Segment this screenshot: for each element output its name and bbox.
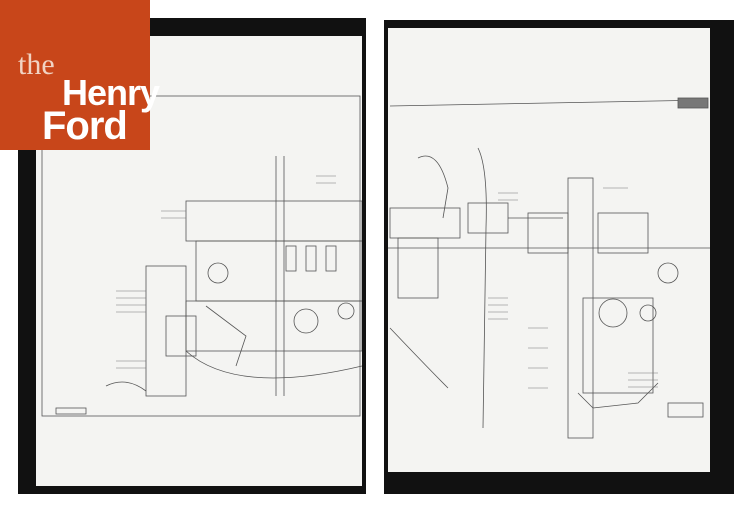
henry-ford-logo: the Henry Ford bbox=[0, 0, 160, 150]
right-sheet bbox=[388, 28, 710, 472]
right-blueprint-drawing bbox=[388, 97, 710, 439]
logo-ford: Ford bbox=[42, 104, 128, 148]
left-blueprint-drawing bbox=[41, 95, 362, 417]
logo-the: the bbox=[18, 48, 55, 81]
logo-henry: Henry bbox=[62, 72, 160, 113]
